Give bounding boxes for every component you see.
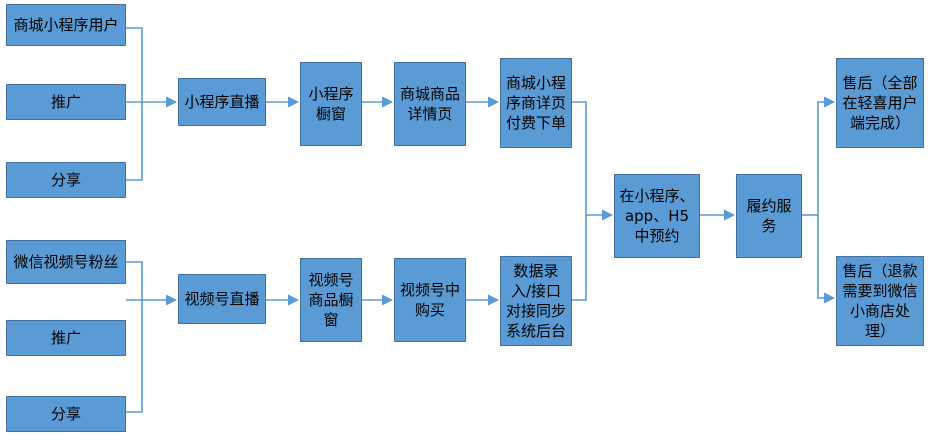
step-box-sync-backend: 数据录入/接口对接同步系统后台 bbox=[500, 256, 572, 346]
step-label: 小程序橱窗 bbox=[308, 85, 354, 123]
arrow-to-aftersale-2 bbox=[817, 215, 836, 304]
aftersale-label: 售后（退款需要到微信小商店处理） bbox=[842, 262, 918, 340]
source-label: 微信视频号粉丝 bbox=[13, 253, 119, 271]
step-box-channel-live: 视频号直播 bbox=[178, 274, 266, 324]
source-label: 分享 bbox=[50, 171, 81, 189]
connector-bottom-source-3 bbox=[126, 300, 143, 413]
connector-top-source-3 bbox=[126, 102, 143, 181]
step-label: 商城小程序商详页付费下单 bbox=[505, 74, 566, 132]
source-box-share: 分享 bbox=[6, 162, 126, 198]
step-label: 视频号商品橱窗 bbox=[308, 271, 354, 329]
source-label: 推广 bbox=[50, 329, 81, 347]
step-box-mini-window: 小程序橱窗 bbox=[300, 62, 362, 146]
source-label: 推广 bbox=[50, 93, 81, 111]
step-box-mini-live: 小程序直播 bbox=[178, 78, 266, 126]
source-box-promotion-2: 推广 bbox=[6, 320, 126, 356]
step-box-mall-order: 商城小程序商详页付费下单 bbox=[500, 58, 572, 148]
aftersale-box-app: 售后（全部在轻喜用户端完成） bbox=[836, 58, 924, 148]
connector-order-to-merge bbox=[572, 101, 587, 215]
step-label: 履约服务 bbox=[746, 197, 792, 235]
step-label: 商城商品详情页 bbox=[399, 85, 460, 123]
step-box-channel-window: 视频号商品橱窗 bbox=[300, 258, 362, 342]
step-label: 视频号中购买 bbox=[399, 281, 460, 319]
step-box-fulfillment: 履约服务 bbox=[736, 174, 802, 258]
source-box-mall-users: 商城小程序用户 bbox=[6, 4, 126, 46]
connector-sync-to-merge bbox=[572, 215, 587, 301]
step-label: 小程序直播 bbox=[184, 93, 260, 111]
step-label: 在小程序、app、H5中预约 bbox=[619, 187, 695, 245]
step-box-booking: 在小程序、app、H5中预约 bbox=[614, 174, 700, 258]
source-label: 商城小程序用户 bbox=[13, 16, 119, 34]
aftersale-box-wechat-shop: 售后（退款需要到微信小商店处理） bbox=[836, 256, 924, 346]
connector-bottom-source-1 bbox=[126, 261, 143, 300]
source-box-share-2: 分享 bbox=[6, 396, 126, 432]
arrow-to-aftersale-1 bbox=[817, 96, 836, 215]
connector-top-source-1 bbox=[126, 27, 143, 102]
source-label: 分享 bbox=[50, 405, 81, 423]
source-box-channel-fans: 微信视频号粉丝 bbox=[6, 240, 126, 284]
source-box-promotion: 推广 bbox=[6, 84, 126, 120]
step-label: 视频号直播 bbox=[184, 290, 260, 308]
aftersale-label: 售后（全部在轻喜用户端完成） bbox=[842, 74, 918, 132]
step-label: 数据录入/接口对接同步系统后台 bbox=[505, 262, 566, 340]
step-box-channel-buy: 视频号中购买 bbox=[394, 258, 466, 342]
step-box-mall-detail: 商城商品详情页 bbox=[394, 62, 466, 146]
